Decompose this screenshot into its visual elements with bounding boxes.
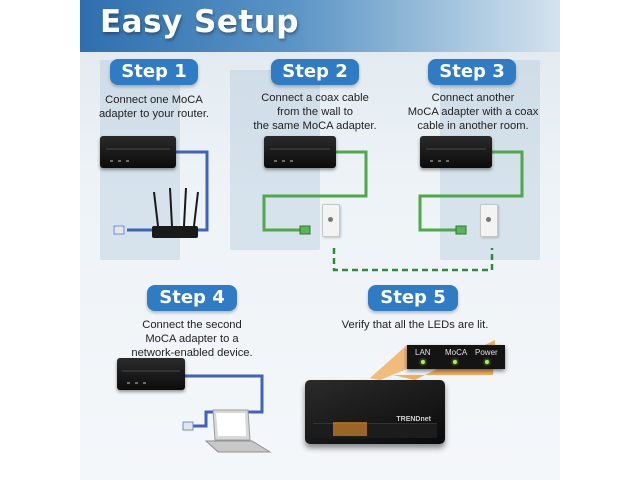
- led-dot: [143, 382, 146, 384]
- led-callout-edge: [370, 345, 407, 380]
- step-3-badge: Step 3: [428, 59, 516, 85]
- led-highlight: [333, 422, 367, 436]
- coax-cable-step-3: [418, 150, 524, 232]
- step-1-badge: Step 1: [110, 59, 198, 85]
- step-1-description: Connect one MoCA adapter to your router.: [92, 93, 216, 121]
- wall-plate-icon: [480, 204, 498, 237]
- moca-adapter-icon: [420, 136, 492, 168]
- led-lan-lit: [421, 360, 425, 364]
- step-2-line-2: from the wall to: [277, 106, 353, 118]
- laptop-icon: [204, 409, 272, 453]
- led-label-lan: LAN: [415, 348, 431, 357]
- step-5-description: Verify that all the LEDs are lit.: [320, 318, 510, 332]
- brand-logo: TRENDnet: [396, 416, 431, 423]
- step-2-badge: Step 2: [271, 59, 359, 85]
- led-dot: [290, 160, 293, 162]
- led-label-power: Power: [475, 348, 498, 357]
- step-2-line-1: Connect a coax cable: [261, 92, 369, 104]
- led-dot: [127, 382, 130, 384]
- coax-plug-icon: [299, 225, 311, 235]
- ethernet-plug-icon: [182, 421, 194, 431]
- step-3-line-1: Connect another: [431, 92, 515, 104]
- coax-cable-step-2: [262, 150, 368, 232]
- moca-adapter-icon: [117, 358, 185, 390]
- step-3-description: Connect another MoCA adapter with a coax…: [398, 91, 548, 133]
- led-dot: [282, 160, 285, 162]
- step-3-line-3: cable in another room.: [417, 120, 529, 132]
- led-dot: [430, 160, 433, 162]
- step-4-line-3: network-enabled device.: [131, 347, 253, 359]
- moca-adapter-large: TRENDnet: [305, 380, 445, 444]
- step-1-line-2: adapter to your router.: [98, 108, 210, 120]
- led-zoom-panel: LAN MoCA Power: [407, 345, 505, 369]
- led-dot: [135, 382, 138, 384]
- step-5-badge: Step 5: [368, 285, 458, 311]
- step-3-line-2: MoCA adapter with a coax: [407, 106, 539, 118]
- coax-plug-icon: [455, 225, 467, 235]
- ethernet-plug-icon: [113, 225, 125, 235]
- cable-diagram: [113, 150, 524, 453]
- step-1-line-1: Connect one MoCA: [105, 94, 203, 106]
- title-banner: Easy Setup: [80, 0, 560, 52]
- setup-infographic: Easy Setup Step 1 Connect one MoCA adapt…: [80, 0, 560, 480]
- led-power-lit: [485, 360, 489, 364]
- led-dot: [274, 160, 277, 162]
- led-dot: [438, 160, 441, 162]
- router-icon: [152, 187, 199, 238]
- led-dot: [110, 160, 113, 162]
- moca-adapter-icon: [264, 136, 336, 168]
- wall-plate-icon: [322, 204, 340, 237]
- led-moca-lit: [453, 360, 457, 364]
- adapter-front-panel: [313, 423, 437, 438]
- step-4-badge: Step 4: [147, 285, 237, 311]
- step-4-line-2: MoCA adapter to a: [145, 333, 239, 345]
- moca-adapter-icon: [100, 136, 176, 168]
- page-title: Easy Setup: [100, 4, 299, 40]
- led-label-moca: MoCA: [445, 348, 468, 357]
- step-4-description: Connect the second MoCA adapter to a net…: [122, 318, 262, 360]
- step-2-description: Connect a coax cable from the wall to th…: [245, 91, 385, 133]
- led-dot: [118, 160, 121, 162]
- step-2-line-3: the same MoCA adapter.: [253, 120, 377, 132]
- step-4-line-1: Connect the second: [142, 319, 242, 331]
- led-dot: [126, 160, 129, 162]
- step-5-line-1: Verify that all the LEDs are lit.: [341, 319, 489, 331]
- coax-in-wall-link: [332, 248, 494, 272]
- led-dot: [446, 160, 449, 162]
- led-callout: [393, 340, 495, 380]
